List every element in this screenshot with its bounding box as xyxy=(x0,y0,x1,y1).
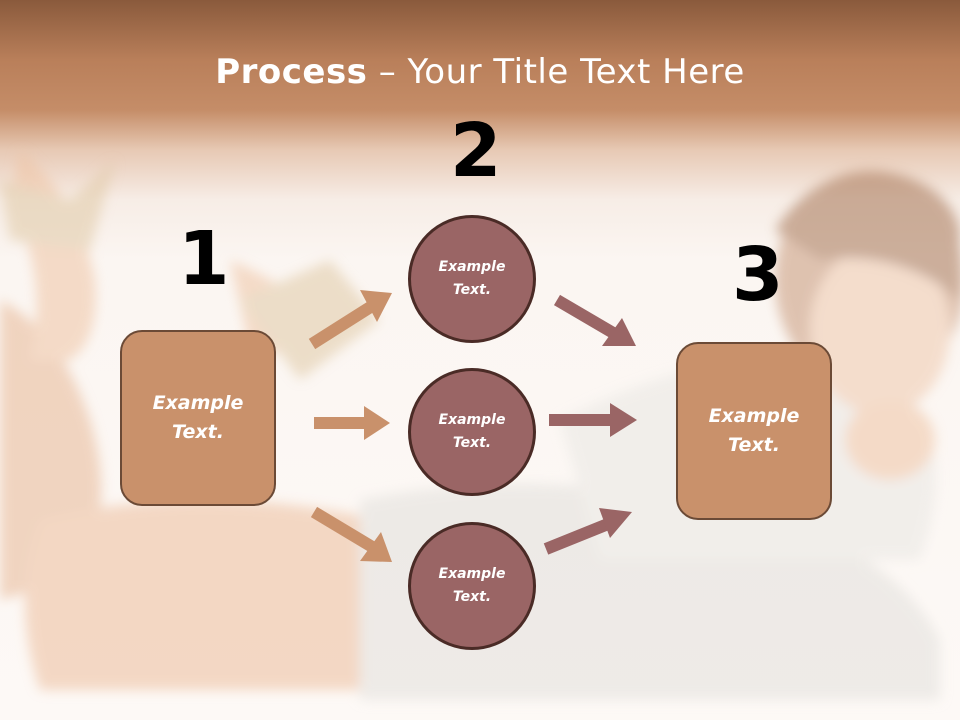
slide-title: Process – Your Title Text Here xyxy=(0,52,960,92)
step-number-2: 2 xyxy=(450,108,502,194)
arrow-middle-to-right xyxy=(549,403,637,437)
circle-bottom-label: Example Text. xyxy=(438,566,506,605)
right-process-box[interactable]: Example Text. xyxy=(676,342,832,520)
step-number-1: 1 xyxy=(178,216,230,302)
step-number-3: 3 xyxy=(732,232,784,318)
arrow-top-to-right xyxy=(553,294,636,346)
process-circle-middle[interactable]: Example Text. xyxy=(408,368,536,496)
arrow-left-to-middle xyxy=(314,406,390,440)
circle-top-label: Example Text. xyxy=(438,259,506,298)
arrow-left-to-top xyxy=(308,290,392,350)
right-box-label: Example Text. xyxy=(708,405,800,456)
process-circle-top[interactable]: Example Text. xyxy=(408,215,536,343)
arrow-bottom-to-right xyxy=(543,508,632,555)
circle-middle-label: Example Text. xyxy=(438,412,506,451)
arrow-left-to-bottom xyxy=(310,506,392,562)
process-circle-bottom[interactable]: Example Text. xyxy=(408,522,536,650)
title-rest: – Your Title Text Here xyxy=(367,52,745,92)
title-bold: Process xyxy=(215,52,368,92)
left-process-box[interactable]: Example Text. xyxy=(120,330,276,506)
left-box-label: Example Text. xyxy=(152,392,244,443)
